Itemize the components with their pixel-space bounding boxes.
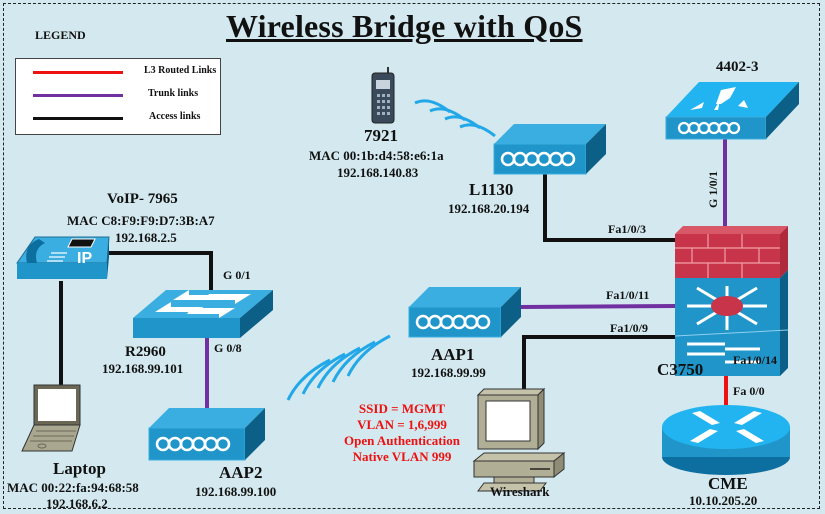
legend-label: L3 Routed Links — [144, 65, 217, 76]
port-label-g0-8: G 0/8 — [214, 341, 242, 355]
switch-icon — [133, 290, 273, 338]
node-mac-laptop: MAC 00:22:fa:94:68:58 — [7, 480, 139, 495]
bridge-config-ssid: SSID = MGMT — [358, 401, 446, 416]
legend-item-access: Access links — [16, 111, 222, 125]
wireless-phone-icon — [371, 67, 395, 124]
node-ip-voip: 192.168.2.5 — [115, 230, 177, 245]
port-label-fa1-0-3: Fa1/0/3 — [608, 222, 646, 236]
bridge-config-native-vlan: Native VLAN 999 — [352, 449, 452, 464]
bridge-config-vlan: VLAN = 1,6,999 — [357, 417, 447, 432]
svg-text:IP: IP — [77, 250, 92, 267]
node-name-r2960: R2960 — [125, 344, 166, 360]
legend-line-black — [33, 117, 123, 120]
laptop-icon — [21, 384, 81, 452]
node-name-aap2: AAP2 — [219, 463, 263, 482]
wireless-lan-controller-icon — [665, 82, 799, 140]
node-name-c3750: C3750 — [657, 360, 704, 379]
dashed-border — [3, 3, 820, 509]
node-name-7921: 7921 — [364, 126, 398, 145]
node-ip-l1130: 192.168.20.194 — [448, 201, 530, 216]
wireless-signal-icon — [414, 99, 496, 138]
node-name-wireshark: Wireshark — [490, 484, 550, 499]
link-aap1-c3750 — [519, 304, 677, 309]
node-name-cme: CME — [708, 474, 748, 493]
node-ip-aap1: 192.168.99.99 — [411, 365, 486, 380]
node-ip-r2960: 192.168.99.101 — [102, 361, 184, 376]
node-mac-voip: MAC C8:F9:F9:D7:3B:A7 — [67, 213, 215, 228]
legend-line-red — [33, 71, 123, 74]
node-mac-7921: MAC 00:1b:d4:58:e6:1a — [309, 148, 444, 163]
legend-item-trunk: Trunk links — [16, 88, 222, 102]
node-ip-cme: 10.10.205.20 — [689, 493, 758, 508]
bridge-config-auth: Open Authentication — [344, 433, 460, 448]
node-name-laptop: Laptop — [53, 459, 106, 478]
node-ip-laptop: 192.168.6.2 — [46, 496, 108, 511]
link-voip-r2960 — [106, 251, 213, 292]
wireless-bridge-signal-icon — [286, 334, 391, 401]
node-name-l1130: L1130 — [469, 180, 514, 199]
link-wireshark-c3750 — [522, 335, 676, 390]
legend-label: Trunk links — [148, 88, 199, 99]
port-label-g0-1: G 0/1 — [223, 268, 251, 282]
node-ip-aap2: 192.168.99.100 — [195, 484, 277, 499]
node-name-4402: 4402-3 — [716, 59, 759, 75]
access-point-icon — [408, 287, 521, 338]
port-label-fa0-0: Fa 0/0 — [733, 384, 765, 398]
legend-title: LEGEND — [35, 28, 86, 42]
node-name-aap1: AAP1 — [431, 345, 475, 364]
workstation-icon — [472, 387, 566, 492]
router-icon — [662, 405, 790, 475]
port-label-fa1-0-14: Fa1/0/14 — [733, 353, 777, 367]
diagram-title: Wireless Bridge with QoS — [226, 8, 583, 44]
ip-phone-icon: IP — [16, 236, 110, 279]
port-label-fa1-0-9: Fa1/0/9 — [610, 321, 648, 335]
access-point-icon — [493, 124, 606, 175]
node-name-voip: VoIP- 7965 — [107, 191, 178, 207]
port-label-fa1-0-11: Fa1/0/11 — [606, 288, 650, 302]
multilayer-switch-firewall-icon — [674, 226, 789, 376]
link-l1130-c3750 — [543, 170, 676, 242]
access-point-icon — [148, 408, 265, 461]
legend-label: Access links — [149, 111, 201, 122]
port-label-g1-0-1: G 1/0/1 — [706, 170, 720, 208]
node-ip-7921: 192.168.140.83 — [337, 165, 419, 180]
legend-item-l3-routed: L3 Routed Links — [16, 65, 222, 79]
legend-line-purple — [33, 94, 123, 97]
legend: L3 Routed Links Trunk links Access links — [15, 58, 221, 135]
